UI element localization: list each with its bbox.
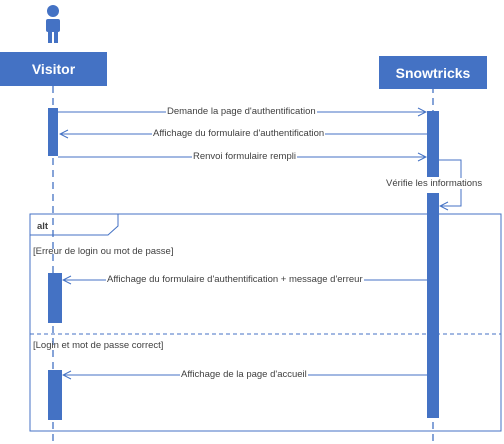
alt-guard-1: [Erreur de login ou mot de passe] <box>33 246 174 257</box>
visitor-activation-2 <box>48 273 62 323</box>
participant-visitor-label: Visitor <box>31 61 76 77</box>
message-6-label: Affichage de la page d'accueil <box>180 369 308 380</box>
alt-operator-label: alt <box>37 221 49 232</box>
alt-guard-2: [Login et mot de passe correct] <box>33 340 164 351</box>
alt-operator-tab <box>30 213 119 236</box>
visitor-activation-1 <box>48 108 58 156</box>
message-3-label: Renvoi formulaire rempli <box>192 151 297 162</box>
snowtricks-activation-1 <box>427 111 439 177</box>
participant-snowtricks: Snowtricks <box>379 56 487 89</box>
participant-snowtricks-label: Snowtricks <box>395 64 471 81</box>
actor-icon <box>46 5 60 43</box>
message-2-label: Affichage du formulaire d'authentificati… <box>152 128 326 139</box>
participant-visitor: Visitor <box>0 52 107 86</box>
visitor-activation-3 <box>48 370 62 420</box>
message-4-label: Vérifie les informations <box>386 178 483 189</box>
snowtricks-activation-2 <box>427 193 439 418</box>
alt-fragment-frame <box>29 213 502 432</box>
message-5-label: Affichage du formulaire d'authentificati… <box>106 274 364 285</box>
message-1-label: Demande la page d'authentification <box>166 106 317 117</box>
